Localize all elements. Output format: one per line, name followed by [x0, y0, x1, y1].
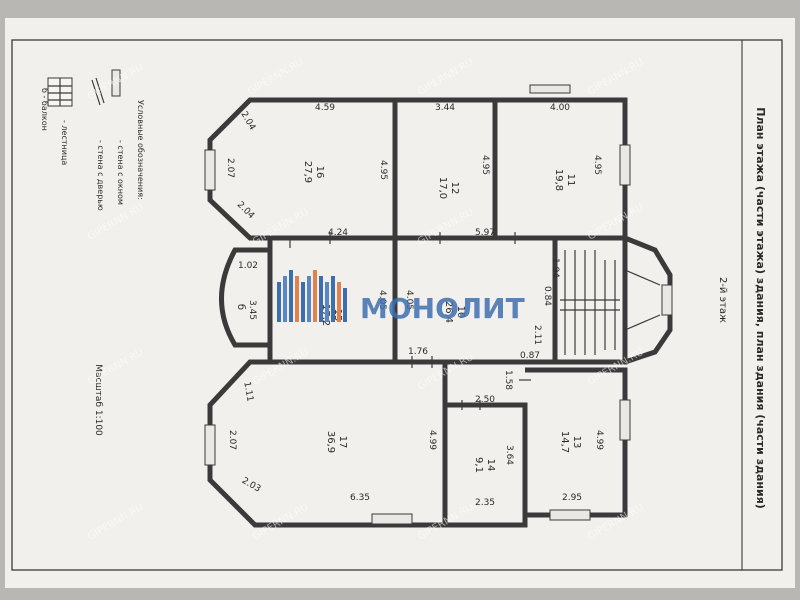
room-area: 27,9 [302, 161, 313, 183]
room-number: 10 [455, 306, 466, 319]
dimension: 3.45 [247, 300, 257, 320]
room-area: 14,7 [559, 431, 570, 453]
dimension: 0.87 [520, 351, 540, 361]
room-number: 12 [449, 182, 460, 195]
legend-stair: - лестница [60, 120, 69, 165]
room-number: 17 [337, 436, 348, 449]
scale-label: Масштаб 1:100 [93, 364, 103, 436]
legend-door-wall: - стена с дверью [96, 140, 105, 211]
floor-label: 2-й этаж [717, 277, 728, 323]
sheet-frame [11, 39, 783, 571]
dimension: 1.02 [238, 261, 258, 271]
windows [204, 84, 673, 525]
plan-walls [207, 97, 673, 528]
dimension: 6.35 [350, 493, 370, 503]
dimension: 4.95 [480, 155, 490, 175]
window [204, 424, 216, 466]
legend-window-wall: - стена с окном [116, 140, 125, 205]
dimension: 2.50 [475, 395, 495, 405]
logo-mark [277, 270, 347, 322]
dimension: 2.95 [562, 493, 582, 503]
window [661, 284, 673, 316]
dimension: 4.05 [404, 290, 414, 310]
dimension: 2.07 [227, 430, 237, 450]
dimension: 4.99 [594, 430, 604, 450]
plan-title: План этажа (части этажа) здания, план зд… [754, 107, 767, 509]
stair-flight [560, 250, 661, 355]
window [529, 84, 571, 94]
dimension: 4.59 [315, 103, 335, 113]
dimension: 1.11 [241, 381, 254, 402]
logo-text: МОНОЛИТ [360, 292, 525, 325]
dimension: 4.05 [377, 290, 387, 310]
dimension: 2.35 [475, 498, 495, 508]
room-number: 13 [571, 436, 582, 449]
legend: Условные обозначения: - стена с окном - … [40, 69, 145, 211]
window [204, 149, 216, 191]
dimension: 4.95 [592, 155, 602, 175]
room-area: 19,8 [553, 169, 564, 191]
room-number: 14 [485, 459, 496, 472]
room-area: 26,4 [443, 301, 454, 323]
dimension: 3.64 [504, 445, 514, 465]
window [619, 144, 631, 186]
doors [289, 232, 531, 410]
dimension: 1.76 [408, 347, 428, 357]
dimension: 1.58 [503, 370, 513, 390]
dimension: 2.07 [225, 158, 235, 178]
dimension: 4.00 [550, 103, 570, 113]
room-area: 9,1 [473, 457, 484, 473]
window-wall-legend-symbol [111, 69, 121, 97]
dimension: 4.99 [427, 430, 437, 450]
room-labels: 16 27,9 12 17,0 11 19,8 15 17,2 10 26,4 … [235, 161, 582, 473]
legend-balcony: б - балкон [40, 88, 49, 131]
dimension: 4.24 [328, 228, 348, 238]
room-area: 17,0 [437, 177, 448, 199]
dimension: 4.95 [378, 160, 388, 180]
dimension: 2.11 [532, 325, 542, 345]
dimension: 5.97 [475, 228, 495, 238]
dimension: 1.94 [550, 258, 560, 278]
monolit-logo: МОНОЛИТ [277, 270, 525, 325]
window [371, 513, 413, 525]
window [549, 509, 591, 521]
room-number: 16 [314, 166, 325, 179]
window [619, 399, 631, 441]
dimension: 0.84 [542, 286, 552, 306]
balcony-label: б [235, 304, 246, 310]
dimension: 3.44 [435, 103, 455, 113]
room-area: 36,9 [325, 431, 336, 453]
legend-heading: Условные обозначения: [136, 100, 145, 200]
room-number: 11 [565, 174, 576, 187]
